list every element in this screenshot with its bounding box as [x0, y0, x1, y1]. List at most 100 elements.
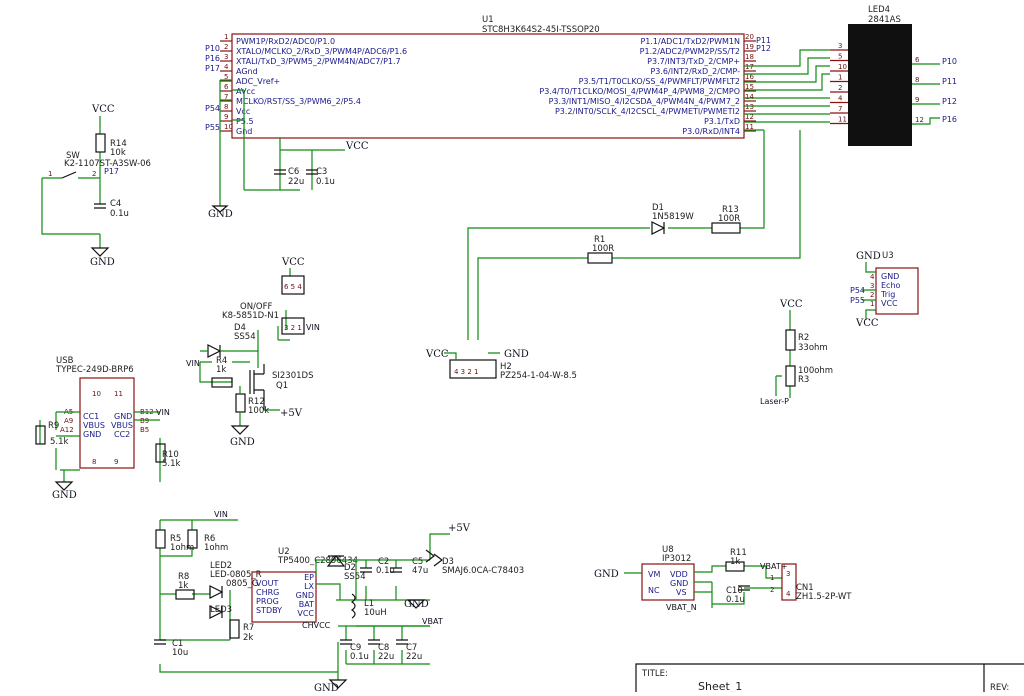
u2-pins: VOUTCHRGPROGSTDBYEPLXGNDBATVCC — [256, 573, 315, 618]
r14-vcc-label: VCC — [91, 104, 115, 115]
u1-left-pins: 1PWM1P/RxD2/ADC0/P1.02XTALO/MCLKO_2/RxD_… — [220, 33, 407, 136]
r10-value: 5.1k — [162, 459, 181, 469]
reset-switch-block[interactable]: VCC R14 10k SW K2-1107ST-A3SW-06 P17 1 2… — [42, 104, 151, 268]
power-switch-block[interactable]: VCC 6 5 4 3 2 1 ON/OFF K8-5851D-N1 VIN D… — [186, 257, 320, 448]
c7-value: 22u — [406, 652, 422, 662]
q1-gnd-label: GND — [230, 437, 255, 448]
title-block-frame — [636, 664, 1024, 692]
led4-pin-number: 6 — [915, 56, 920, 64]
u3-pin-name: Trig — [880, 290, 895, 299]
u1-pin-name: PWM1P/RxD2/ADC0/P1.0 — [236, 37, 335, 46]
u1-pin-name: ADC_Vref+ — [236, 77, 280, 86]
u1-pin-number: 10 — [224, 123, 233, 131]
u1-net-p54: P54 — [205, 104, 220, 113]
c5-value: 47u — [412, 566, 428, 576]
vbat-label: VBAT — [422, 617, 443, 626]
u1-pin-number: 17 — [745, 63, 754, 71]
r2-r3-wires — [776, 310, 790, 398]
usb-gnd-l: GND — [83, 430, 101, 439]
u1-pin-name: P1.2/ADC2/PWM2P/SS/T2 — [640, 47, 740, 56]
led4-body — [848, 24, 912, 146]
usb-part: TYPEC-249D-BRP6 — [55, 365, 134, 375]
cap-gnd-label: GND — [404, 599, 429, 610]
usb-gnd-r: GND — [114, 412, 132, 421]
usb-typec[interactable]: USB TYPEC-249D-BRP6 CC1 VBUS GND GND VBU… — [36, 356, 181, 501]
c2-value: 0.1u — [376, 566, 395, 576]
laser-label: Laser-P — [760, 397, 789, 406]
onoff-vcc-label: VCC — [281, 257, 305, 268]
r9-ref: R9 — [48, 421, 59, 431]
q1-5v-label: +5V — [280, 408, 303, 419]
cn1-pin2: 2 — [770, 586, 774, 594]
led4-pin-number: 5 — [838, 53, 842, 61]
r13-body — [712, 223, 740, 233]
u1-net-p12: P12 — [756, 44, 771, 53]
led4-net-p10: P10 — [942, 57, 957, 66]
usb-shell-10: 10 — [92, 390, 101, 398]
cn1-part: ZH1.5-2P-WT — [796, 592, 852, 602]
usb-shell-11: 11 — [114, 390, 123, 398]
c4-value: 0.1u — [110, 209, 129, 219]
charger-block[interactable]: VIN R5 1ohm R6 1ohm R8 1k LED2 LED-0805_… — [154, 510, 524, 692]
c6-ref: C6 — [288, 167, 299, 177]
sw-net: P17 — [104, 167, 119, 176]
laser-resistor-block[interactable]: VCC R2 33ohm 100ohm R3 Laser-P — [760, 299, 833, 406]
led4-display[interactable]: LED4 2841AS 351012471168912 P10 P11 P12 … — [830, 5, 957, 146]
chg-5v-label: +5V — [448, 523, 471, 534]
r7-body — [230, 620, 239, 638]
sw-pin2: 2 — [92, 170, 96, 178]
sheet-name: Sheet_1 — [698, 680, 742, 692]
usb-gnd-symbol — [56, 482, 72, 490]
u3-ultrasonic[interactable]: U3 GND 4GND3Echo2Trig1VCC P54 P55 VCC — [850, 251, 918, 329]
led4-pin-number: 11 — [838, 116, 847, 124]
u1-pin-name: AGnd — [236, 67, 258, 76]
u1-vcc-label: VCC — [345, 141, 369, 152]
h2-pins: 4 3 2 1 — [454, 368, 479, 376]
led4-pin-number: 12 — [915, 116, 924, 124]
u1-net-p16: P16 — [205, 54, 220, 63]
u3-vcc-label: VCC — [855, 318, 879, 329]
c8-value: 22u — [378, 652, 394, 662]
u2-pin-name: GND — [296, 591, 314, 600]
led3-part: 0805_G — [226, 579, 258, 589]
usb-cc2: CC2 — [114, 430, 130, 439]
led4-part: 2841AS — [868, 15, 901, 25]
led4-out-wires — [912, 64, 940, 124]
c3-ref: C3 — [316, 167, 327, 177]
r13-value: 100R — [718, 214, 740, 224]
battery-protect-block[interactable]: U8 IP3012 VM NC VDD GND VS GND R11 1k C1… — [594, 545, 852, 612]
r8-body — [176, 590, 194, 599]
u3-pin-name: GND — [881, 272, 899, 281]
c1-plates — [154, 640, 166, 644]
r12-value: 100k — [248, 406, 269, 416]
u1-net-p55: P55 — [205, 123, 220, 132]
u1-mcu[interactable]: U1 STC8H3K64S2-45I-TSSOP20 1PWM1P/RxD2/A… — [220, 15, 756, 138]
usb-shell-8: 8 — [92, 458, 96, 466]
sw-lever — [62, 172, 76, 178]
led4-pin-number: 1 — [838, 74, 842, 82]
d4-vin-label: VIN — [186, 359, 200, 368]
u2-chvcc-label: CHVCC — [302, 621, 331, 630]
u1-part: STC8H3K64S2-45I-TSSOP20 — [482, 25, 600, 35]
r8-value: 1k — [178, 581, 188, 591]
u2-pin-name: PROG — [256, 597, 279, 606]
title-label: TITLE: — [641, 669, 668, 679]
u3-net-p54: P54 — [850, 286, 865, 295]
u2-pin-name: STDBY — [256, 606, 282, 615]
u1-pin-name: Vcc — [236, 107, 250, 116]
d4-q1-wires — [200, 351, 258, 382]
laser-drive-block[interactable]: D1 1N5819W R13 100R R1 100R 4 3 2 1 VCC … — [425, 130, 800, 381]
h2-wires — [444, 353, 500, 360]
led4-ref: LED4 — [868, 5, 890, 15]
cn1-pin4: 4 — [786, 590, 791, 598]
usb-shell-9: 9 — [114, 458, 118, 466]
r2-body — [786, 330, 795, 350]
rev-label: REV: — [990, 683, 1009, 692]
u2-pin-name: EP — [304, 573, 314, 582]
l1-symbol — [352, 594, 355, 618]
onoff-part: K8-5851D-N1 — [222, 311, 279, 321]
chg-gnd-label: GND — [314, 683, 339, 692]
led4-net-p12: P12 — [942, 97, 957, 106]
